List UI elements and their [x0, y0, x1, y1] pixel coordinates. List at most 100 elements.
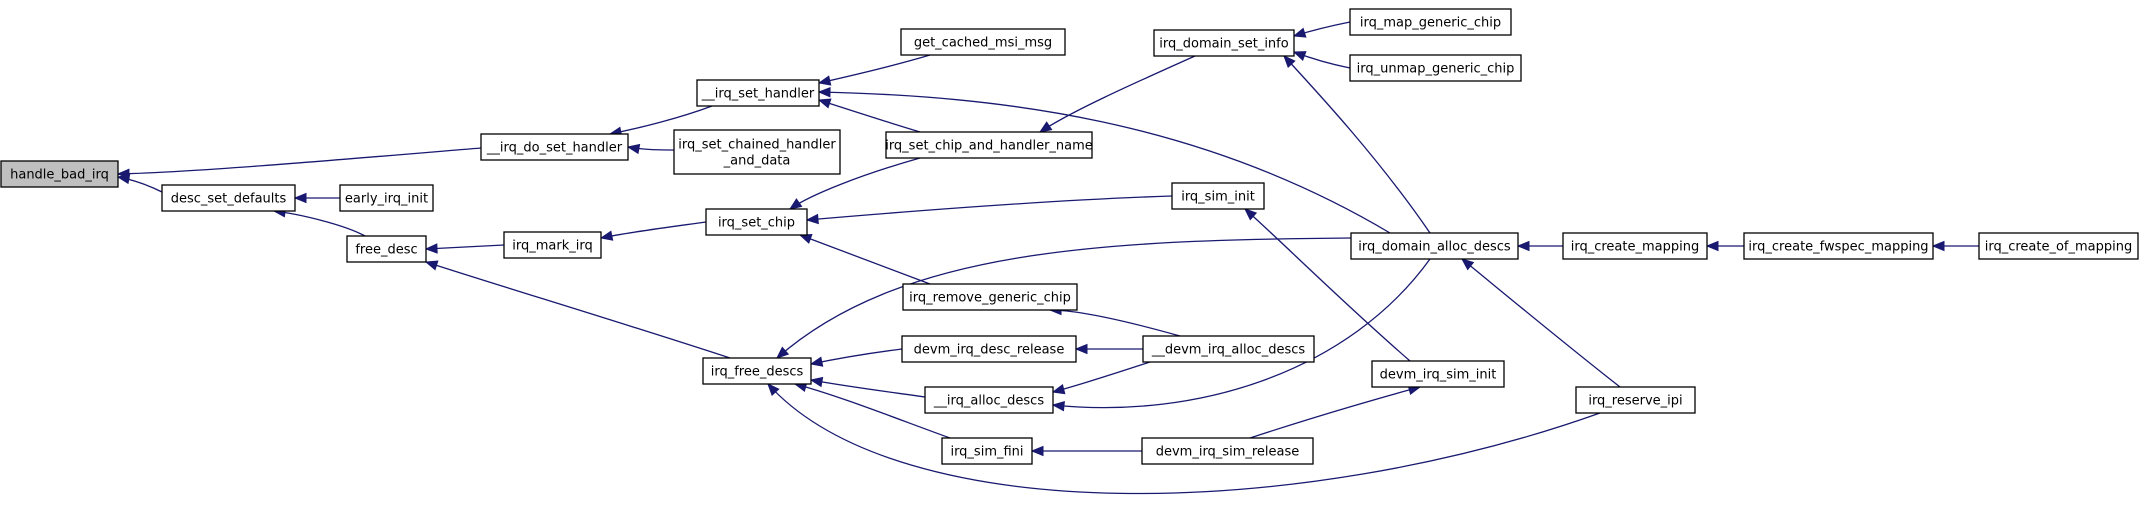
node-irq-free-descs[interactable]: irq_free_descs: [702, 357, 812, 385]
arrowhead: [1051, 384, 1066, 395]
node-desc-set-defaults[interactable]: desc_set_defaults: [161, 184, 296, 212]
edge-devm_irq_sim_release-to-devm_irq_sim_init: [1249, 384, 1422, 439]
arrowhead: [599, 230, 614, 241]
arrowhead: [1030, 445, 1044, 457]
node-box: [1371, 360, 1505, 388]
arrowhead: [1038, 121, 1053, 133]
arrowhead: [1931, 240, 1945, 252]
node-label: irq_domain_set_info: [1159, 37, 1288, 52]
node-irq-map-generic-chip[interactable]: irq_map_generic_chip: [1349, 8, 1512, 36]
arrowhead: [767, 383, 780, 397]
node-label: irq_sim_init: [1181, 190, 1255, 205]
node-irq-create-of-mapping[interactable]: irq_create_of_mapping: [1978, 232, 2139, 260]
node-irq-mark-irq[interactable]: irq_mark_irq: [503, 231, 602, 259]
node-box: [941, 437, 1033, 465]
node-box: [1350, 232, 1519, 260]
node-label: __devm_irq_alloc_descs: [1151, 343, 1306, 358]
node-irq-remove-generic-chip[interactable]: irq_remove_generic_chip: [902, 283, 1078, 311]
edge-line: [806, 195, 1173, 221]
node-devm-irq-desc-release[interactable]: devm_irq_desc_release: [901, 335, 1077, 363]
edge-irq_mark_irq-to-free_desc: [424, 243, 505, 254]
edge-line: [767, 383, 1601, 495]
node-box: [480, 133, 629, 161]
node-irq-set-chained-handler-and-data[interactable]: irq_set_chained_handler_and_data: [673, 129, 841, 175]
arrowhead: [1292, 51, 1307, 61]
node-irq-reserve-ipi[interactable]: irq_reserve_ipi: [1575, 386, 1696, 414]
edge-irq_domain_alloc_descs-to-irq_set_handler: [817, 87, 1391, 234]
arrowhead: [788, 198, 803, 210]
arrowhead: [626, 143, 641, 155]
arrowhead: [817, 98, 832, 109]
edge-irq_set_chained_handler_and_data-to-irq_do_set_handler: [626, 143, 675, 155]
edge-irq_create_mapping-to-irq_domain_alloc_descs: [1516, 240, 1564, 252]
edge-line: [799, 234, 931, 285]
node-irq-sim-init[interactable]: irq_sim_init: [1171, 182, 1265, 210]
node-irq-create-mapping[interactable]: irq_create_mapping: [1562, 232, 1708, 260]
edge-line: [818, 54, 931, 84]
node-label: irq_create_mapping: [1571, 240, 1699, 255]
node-devm-irq-alloc-descs[interactable]: __devm_irq_alloc_descs: [1142, 335, 1315, 363]
node-label: early_irq_init: [345, 192, 428, 207]
edge-devm_irq_sim_release-to-irq_sim_fini: [1030, 445, 1143, 457]
edge-irq_remove_generic_chip-to-irq_set_chip: [798, 234, 931, 285]
arrowhead: [1051, 400, 1065, 412]
node-label: irq_unmap_generic_chip: [1357, 62, 1515, 77]
node-label: irq_free_descs: [711, 365, 804, 380]
edge-irq_sim_init-to-irq_set_chip: [805, 195, 1173, 225]
node-box: [1141, 437, 1314, 465]
arrowhead: [1516, 240, 1530, 252]
node-box: [1575, 386, 1696, 414]
edge-line: [776, 237, 1352, 359]
node-irq-set-chip[interactable]: irq_set_chip: [705, 208, 808, 236]
node-irq-set-handler[interactable]: __irq_set_handler: [696, 79, 820, 107]
node-irq-alloc-descs[interactable]: __irq_alloc_descs: [924, 386, 1054, 414]
arrowhead: [1460, 258, 1475, 271]
edge-line: [794, 383, 951, 439]
node-get-cached-msi-msg[interactable]: get_cached_msi_msg: [900, 28, 1066, 56]
edge-devm_irq_alloc_descs-to-irq_alloc_descs: [1051, 361, 1151, 395]
node-label: irq_map_generic_chip: [1360, 16, 1501, 31]
node-irq-set-chip-and-handler-name[interactable]: irq_set_chip_and_handler_name: [885, 131, 1093, 159]
node-irq-domain-set-info[interactable]: irq_domain_set_info: [1153, 29, 1295, 57]
node-label: devm_irq_sim_release: [1156, 445, 1300, 460]
node-devm-irq-sim-init[interactable]: devm_irq_sim_init: [1371, 360, 1505, 388]
arrowhead: [809, 376, 824, 388]
node-box: [339, 184, 434, 212]
edge-line: [1039, 55, 1196, 133]
edge-get_cached_msi_msg-to-irq_set_handler: [817, 54, 931, 86]
node-box: [346, 235, 427, 263]
edge-irq_unmap_generic_chip-to-irq_domain_set_info: [1292, 51, 1351, 69]
arrowhead: [116, 173, 131, 185]
node-free-desc[interactable]: free_desc: [346, 235, 427, 263]
node-label: handle_bad_irq: [10, 168, 109, 183]
node-label: devm_irq_desc_release: [914, 343, 1065, 358]
node-early-irq-init[interactable]: early_irq_init: [339, 184, 434, 212]
edge-irq_reserve_ipi-to-irq_domain_alloc_descs: [1460, 258, 1621, 388]
node-box: [696, 79, 820, 107]
node-box: [885, 131, 1093, 159]
node-label: __irq_alloc_descs: [933, 394, 1044, 409]
node-irq-create-fwspec-mapping[interactable]: irq_create_fwspec_mapping: [1743, 232, 1934, 260]
edge-irq_domain_alloc_descs-to-irq_free_descs: [776, 237, 1352, 359]
node-devm-irq-sim-release[interactable]: devm_irq_sim_release: [1141, 437, 1314, 465]
edge-irq_map_generic_chip-to-irq_domain_set_info: [1292, 21, 1351, 38]
edge-line: [1244, 208, 1411, 362]
node-label: get_cached_msi_msg: [914, 36, 1052, 51]
node-label: _and_data: [723, 154, 791, 169]
node-irq-unmap-generic-chip[interactable]: irq_unmap_generic_chip: [1349, 54, 1522, 82]
node-irq-sim-fini[interactable]: irq_sim_fini: [941, 437, 1033, 465]
edge-irq_set_chip-to-irq_mark_irq: [599, 221, 707, 241]
edge-line: [1283, 55, 1431, 234]
arrowhead: [805, 213, 819, 225]
node-irq-do-set-handler[interactable]: __irq_do_set_handler: [480, 133, 629, 161]
node-box: [924, 386, 1054, 414]
node-label: desc_set_defaults: [171, 192, 287, 207]
edge-desc_set_defaults-to-handle_bad_irq: [116, 173, 163, 193]
node-irq-domain-alloc-descs[interactable]: irq_domain_alloc_descs: [1350, 232, 1519, 260]
node-label: irq_sim_fini: [950, 445, 1023, 460]
node-box: [702, 357, 812, 385]
node-handle-bad-irq[interactable]: handle_bad_irq: [0, 160, 119, 188]
node-box: [1978, 232, 2139, 260]
edge-line: [1249, 386, 1421, 439]
